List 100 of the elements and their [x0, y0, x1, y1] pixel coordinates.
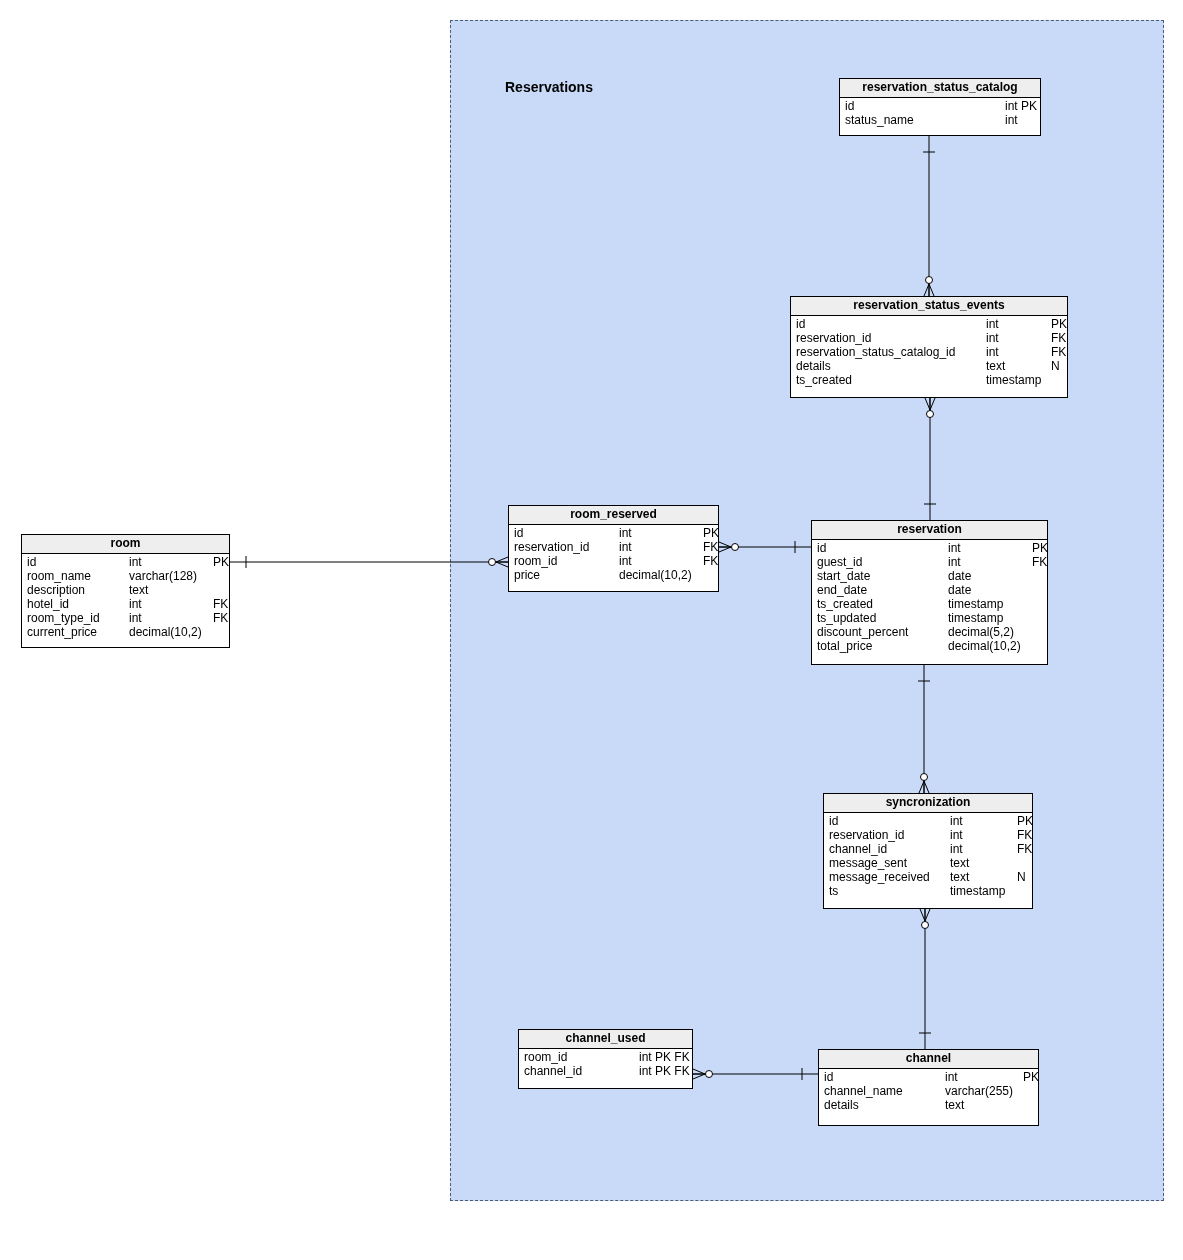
column-type: date — [948, 583, 972, 597]
table-box — [518, 1029, 693, 1089]
column-key: N — [1017, 870, 1026, 884]
table-box — [811, 520, 1048, 665]
column-type: int — [129, 555, 142, 569]
column-name: end_date — [817, 583, 868, 597]
column-name: room_id — [524, 1050, 568, 1064]
column-name: id — [817, 541, 827, 555]
column-name: room_id — [514, 554, 558, 568]
column-name: current_price — [27, 625, 98, 639]
table-box — [508, 505, 719, 592]
column-key: FK — [213, 597, 229, 611]
column-type: date — [948, 569, 972, 583]
column-type: decimal(10,2) — [129, 625, 202, 639]
column-type: int — [945, 1070, 958, 1084]
column-type: text — [950, 856, 970, 870]
column-name: ts_created — [796, 373, 853, 387]
column-type: text — [950, 870, 970, 884]
column-type: int PK FK — [639, 1050, 690, 1064]
column-name: channel_name — [824, 1084, 903, 1098]
column-name: reservation_status_catalog_id — [796, 345, 956, 359]
table-box — [21, 534, 230, 648]
column-name: room_name — [27, 569, 92, 583]
table-name: room — [22, 535, 229, 554]
column-name: details — [824, 1098, 859, 1112]
column-name: id — [27, 555, 37, 569]
relationship-line — [229, 555, 509, 569]
column-type: varchar(128) — [129, 569, 198, 583]
table-box — [823, 793, 1033, 909]
column-key: PK — [1017, 814, 1033, 828]
column-type: int — [950, 828, 963, 842]
column-name: ts_updated — [817, 611, 877, 625]
column-name: price — [514, 568, 540, 582]
column-type: int — [950, 814, 963, 828]
column-name: reservation_id — [829, 828, 905, 842]
table-name: room_reserved — [509, 506, 718, 525]
table-name: reservation_status_catalog — [840, 79, 1040, 98]
column-type: int — [129, 597, 142, 611]
column-type: int — [619, 554, 632, 568]
column-name: guest_id — [817, 555, 863, 569]
relationship-line — [922, 135, 936, 297]
table-name: channel — [819, 1050, 1038, 1069]
column-key: FK — [1051, 345, 1067, 359]
column-type: int — [950, 842, 963, 856]
relationship-line — [692, 1067, 819, 1081]
table-name: reservation_status_events — [791, 297, 1067, 316]
relationship-line — [917, 664, 931, 794]
column-name: room_type_id — [27, 611, 100, 625]
column-type: decimal(5,2) — [948, 625, 1015, 639]
column-type: text — [129, 583, 149, 597]
column-key: FK — [1017, 842, 1033, 856]
column-key: FK — [1051, 331, 1067, 345]
table-name: reservation — [812, 521, 1047, 540]
column-type: int PK FK — [639, 1064, 690, 1078]
column-type: int — [129, 611, 142, 625]
column-name: hotel_id — [27, 597, 70, 611]
column-type: timestamp — [986, 373, 1042, 387]
column-name: id — [796, 317, 806, 331]
column-type: text — [986, 359, 1006, 373]
column-key: PK — [213, 555, 229, 569]
column-name: ts_created — [817, 597, 874, 611]
table-name: channel_used — [519, 1030, 692, 1049]
column-name: id — [824, 1070, 834, 1084]
column-key: PK — [1051, 317, 1067, 331]
column-type: int — [986, 331, 999, 345]
column-key: FK — [1017, 828, 1033, 842]
table-box — [839, 78, 1041, 136]
column-name: reservation_id — [796, 331, 872, 345]
column-type: int — [986, 317, 999, 331]
column-type: int PK — [1005, 99, 1037, 113]
column-type: text — [945, 1098, 965, 1112]
column-name: description — [27, 583, 86, 597]
column-name: id — [845, 99, 855, 113]
column-name: ts — [829, 884, 839, 898]
column-name: details — [796, 359, 831, 373]
column-name: id — [514, 526, 524, 540]
column-name: message_received — [829, 870, 930, 884]
column-type: timestamp — [950, 884, 1006, 898]
column-type: int — [619, 526, 632, 540]
column-name: status_name — [845, 113, 914, 127]
subject-area — [450, 20, 1164, 1201]
column-key: FK — [703, 554, 719, 568]
column-key: FK — [1032, 555, 1048, 569]
column-type: timestamp — [948, 597, 1004, 611]
column-key: FK — [703, 540, 719, 554]
relationship-line — [718, 540, 812, 554]
column-name: discount_percent — [817, 625, 909, 639]
area-title: Reservations — [505, 79, 593, 95]
table-box — [790, 296, 1068, 398]
column-name: start_date — [817, 569, 871, 583]
column-type: decimal(10,2) — [619, 568, 692, 582]
relationship-line — [923, 397, 937, 521]
column-name: id — [829, 814, 839, 828]
column-type: timestamp — [948, 611, 1004, 625]
column-type: int — [948, 555, 961, 569]
column-name: total_price — [817, 639, 873, 653]
column-key: PK — [703, 526, 719, 540]
relationship-line — [918, 908, 932, 1050]
column-key: FK — [213, 611, 229, 625]
column-name: reservation_id — [514, 540, 590, 554]
